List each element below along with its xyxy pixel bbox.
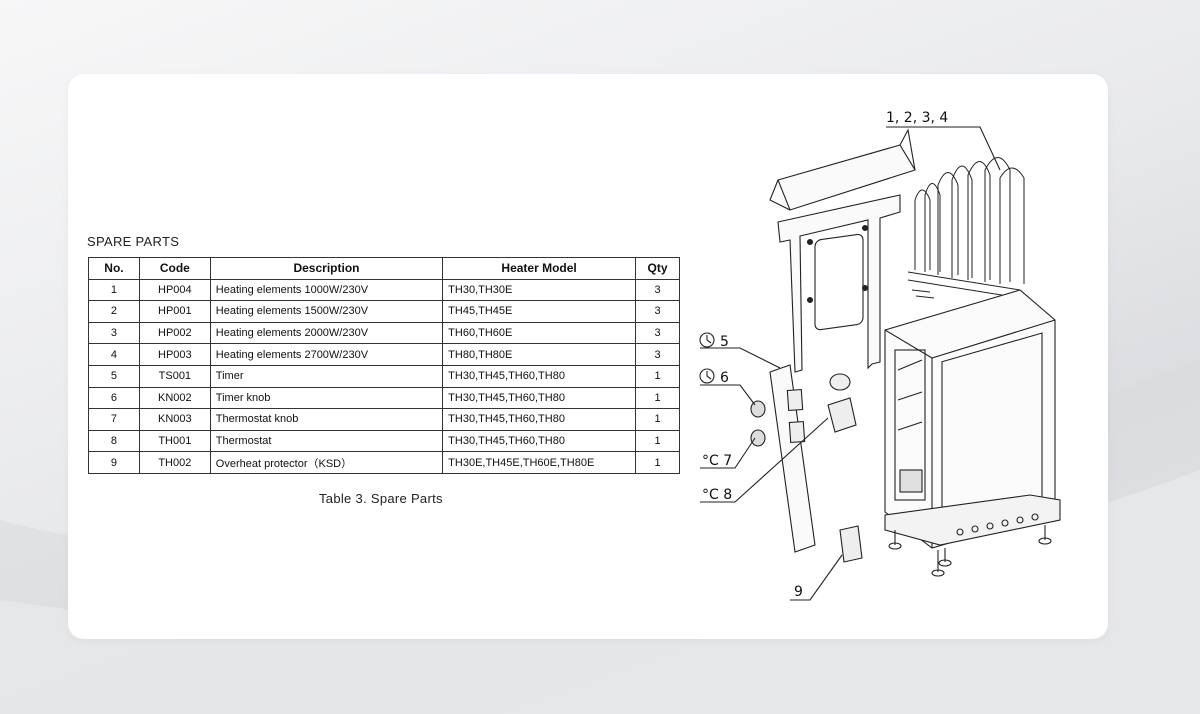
cell-no: 4 [88,343,140,366]
cell-description: Heating elements 1500W/230V [209,300,444,323]
callout-thermostat-knob: °C 7 [702,453,732,469]
cell-qty: 3 [635,343,680,366]
cell-description: Heating elements 2000W/230V [209,321,444,345]
table-row: 2 HP001 Heating elements 1500W/230V TH45… [88,300,680,323]
cell-qty: 3 [635,300,680,323]
table-row: 5 TS001 Timer TH30,TH45,TH60,TH80 1 [88,364,680,388]
table-header-row: No. Code Description Heater Model Qty [88,257,680,280]
clock-icon [699,368,715,384]
cell-description: Timer knob [209,386,444,410]
header-description: Description [209,257,444,280]
table-row: 1 HP004 Heating elements 1000W/230V TH30… [88,278,680,302]
cell-no: 5 [88,364,140,388]
header-no: No. [88,257,140,280]
cell-description: Heating elements 2700W/230V [209,343,444,366]
exploded-view-diagram: 1, 2, 3, 4 5 6 °C 7 °C 8 9 [699,110,1061,601]
table-row: 8 TH001 Thermostat TH30,TH45,TH60,TH80 1 [88,429,680,453]
mounting-plate [777,194,901,373]
table-caption: Table 3. Spare Parts [319,491,443,506]
cell-code: HP001 [138,300,211,323]
cell-qty: 1 [635,451,680,474]
cell-heater-model: TH30,TH45,TH60,TH80 [442,386,637,410]
heater-body [884,289,1056,549]
cell-no: 6 [88,386,140,410]
clock-icon [699,332,715,348]
spare-parts-table: No. Code Description Heater Model Qty 1 … [88,257,680,474]
cell-qty: 3 [635,321,680,345]
cell-code: TH002 [138,451,211,474]
timer-thermostat [827,373,857,433]
cell-description: Timer [209,364,444,388]
cell-code: KN003 [138,408,211,431]
cell-heater-model: TH30,TH30E [442,278,637,302]
cell-no: 9 [88,451,140,474]
section-title: SPARE PARTS [87,234,180,249]
control-panel [769,364,816,553]
cell-no: 8 [88,429,140,453]
cell-heater-model: TH30E,TH45E,TH60E,TH80E [442,451,637,474]
cell-no: 3 [88,321,140,345]
cell-description: Thermostat knob [209,408,444,431]
table-row: 3 HP002 Heating elements 2000W/230V TH60… [88,321,680,345]
callout-timer: 5 [720,334,729,350]
overheat-protector [839,525,863,563]
cell-code: HP003 [138,343,211,366]
cell-code: TH001 [138,429,211,453]
cell-description: Overheat protector（KSD） [209,451,444,474]
knobs [750,400,766,447]
header-code: Code [138,257,211,280]
cell-description: Heating elements 1000W/230V [209,278,444,302]
callout-overheat-protector: 9 [794,584,803,600]
cell-qty: 1 [635,408,680,431]
top-cover [769,128,916,211]
table-row: 6 KN002 Timer knob TH30,TH45,TH60,TH80 1 [88,386,680,410]
cell-qty: 3 [635,278,680,302]
callout-timer-knob: 6 [720,370,729,386]
cell-heater-model: TH80,TH80E [442,343,637,366]
cell-heater-model: TH60,TH60E [442,321,637,345]
base-tray [884,494,1061,577]
cell-code: TS001 [138,364,211,388]
cell-no: 2 [88,300,140,323]
table-row: 7 KN003 Thermostat knob TH30,TH45,TH60,T… [88,408,680,431]
callout-thermostat: °C 8 [702,487,732,503]
cell-code: KN002 [138,386,211,410]
cell-code: HP002 [138,321,211,345]
header-heater-model: Heater Model [442,257,637,280]
cell-qty: 1 [635,364,680,388]
cell-no: 1 [88,278,140,302]
cell-qty: 1 [635,386,680,410]
cell-heater-model: TH30,TH45,TH60,TH80 [442,364,637,388]
cell-code: HP004 [138,278,211,302]
cell-heater-model: TH30,TH45,TH60,TH80 [442,408,637,431]
cell-no: 7 [88,408,140,431]
heating-elements [907,157,1025,299]
table-row: 9 TH002 Overheat protector（KSD） TH30E,TH… [88,451,680,474]
cell-qty: 1 [635,429,680,453]
cell-heater-model: TH45,TH45E [442,300,637,323]
cell-description: Thermostat [209,429,444,453]
table-row: 4 HP003 Heating elements 2700W/230V TH80… [88,343,680,366]
header-qty: Qty [635,257,680,280]
callout-heating-elements: 1, 2, 3, 4 [886,110,948,126]
cell-heater-model: TH30,TH45,TH60,TH80 [442,429,637,453]
